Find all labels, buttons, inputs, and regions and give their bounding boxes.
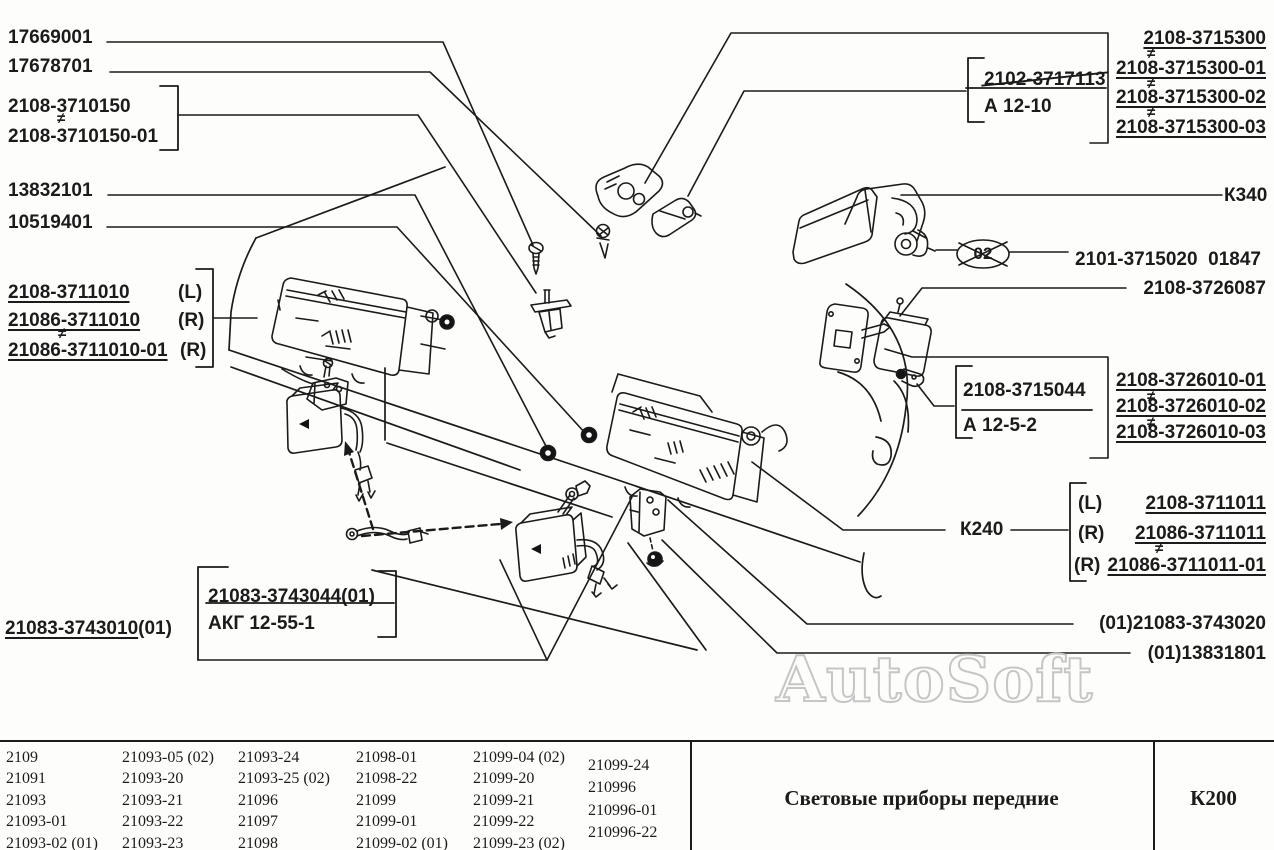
leader-lines <box>106 32 1223 661</box>
model-column: 21093-05 (02) 21093-20 21093-21 21093-22… <box>122 749 214 850</box>
sheet-code: К200 <box>1190 786 1237 810</box>
not-interchangeable-sign: ≠ <box>1147 45 1156 62</box>
part-number: 2108-3715300-03 <box>1115 117 1266 138</box>
section-title: Световые приборы передние <box>784 786 1059 810</box>
part-number: 2101-3715020 01847 <box>1075 249 1261 270</box>
side-code: (R) <box>1078 523 1105 544</box>
not-interchangeable-sign: ≠ <box>1147 75 1156 92</box>
side-marker-lamp <box>792 183 936 265</box>
part-number: 2108-3715300 <box>1143 28 1266 49</box>
harness-code: К340 <box>1224 185 1268 206</box>
part-number: 2108-3726010-02 <box>1115 396 1266 417</box>
part-number: 2108-3715300-01 <box>1115 58 1266 79</box>
harness-code: К240 <box>960 519 1004 540</box>
model-column: 21098-01 21098-22 21099 21099-01 21099-0… <box>356 749 448 850</box>
part-number: 21086-3711011 <box>1134 523 1266 544</box>
bulb-holder-assembly <box>595 163 702 238</box>
not-interchangeable-sign: ≠ <box>1155 540 1164 557</box>
car-body-outline <box>228 166 910 651</box>
part-number: (01)21083-3743020 <box>1099 613 1266 634</box>
part-number: 21086-3711010 <box>8 310 141 331</box>
side-code: (L) <box>1078 493 1103 514</box>
left-headlamp <box>271 277 455 385</box>
variant-suffix: (01) <box>138 618 172 639</box>
harness-number: 21083-3743010 <box>5 618 139 639</box>
right-headlamp <box>606 373 788 508</box>
part-number: (01)13831801 <box>1147 643 1266 664</box>
fasteners <box>528 223 611 462</box>
watermark: AutoSoft <box>775 641 1094 717</box>
model-column: 21093-24 21093-25 (02) 21096 21097 21098 <box>238 749 330 850</box>
side-repeater-lamp <box>819 297 932 388</box>
part-number: 21083-3743044(01) <box>208 586 375 607</box>
bulb-type: А 12-5-2 <box>963 415 1037 436</box>
part-number: 2108-3711010 <box>8 282 130 303</box>
part-number: 2108-3715044 <box>963 380 1086 401</box>
fog-lamp-bracket <box>629 488 667 567</box>
part-number: 2108-3726010-01 <box>1115 370 1266 391</box>
centre-fog-lamp <box>515 480 618 598</box>
table-divider <box>690 740 692 850</box>
model-column: 21099-24 210996 210996-01 210996-22 <box>588 757 658 842</box>
pointer-arrows <box>344 441 513 538</box>
left-fog-lamp <box>286 357 376 502</box>
not-interchangeable-sign: ≠ <box>57 110 66 127</box>
part-number: 21086-3711010-01 <box>8 340 168 361</box>
not-interchangeable-sign: ≠ <box>1147 388 1156 405</box>
model-column: 21099-04 (02) 21099-20 21099-21 21099-22… <box>473 749 565 850</box>
part-number: 2108-3726087 <box>1143 278 1266 299</box>
part-number: 10519401 <box>8 212 93 233</box>
part-number: 21083-3743010(01) <box>5 618 172 640</box>
not-interchangeable-sign: ≠ <box>1147 104 1156 121</box>
not-interchangeable-sign: ≠ <box>58 325 67 342</box>
model-column: 2109 21091 21093 21093-01 21093-02 (01) <box>6 749 98 850</box>
part-number: 17669001 <box>8 27 93 48</box>
bulb-type: А 12-10 <box>984 96 1052 117</box>
part-number: 2108-3711011 <box>1145 493 1266 514</box>
table-divider <box>1153 740 1155 850</box>
bulb-type: АКГ 12-55-1 <box>208 613 315 634</box>
side-code: (R) <box>180 340 207 361</box>
side-code: (R) <box>1074 555 1101 576</box>
part-number: 2108-3710150 <box>8 96 131 117</box>
table-top-border <box>0 740 1274 742</box>
part-number: 21086-3711011-01 <box>1107 555 1267 576</box>
part-number: 13832101 <box>8 180 93 201</box>
brackets <box>159 57 1107 661</box>
part-number: 2108-3726010-03 <box>1115 422 1266 443</box>
part-number: 2108-3710150-01 <box>8 126 159 147</box>
wiring-ring-terminal <box>345 526 429 544</box>
not-interchangeable-sign: ≠ <box>1147 414 1156 431</box>
part-number: 17678701 <box>8 56 93 77</box>
side-code: (R) <box>178 310 205 331</box>
part-number: 2108-3715300-02 <box>1115 87 1266 108</box>
side-code: (L) <box>178 282 203 303</box>
superseded-code: 02 <box>973 244 993 263</box>
